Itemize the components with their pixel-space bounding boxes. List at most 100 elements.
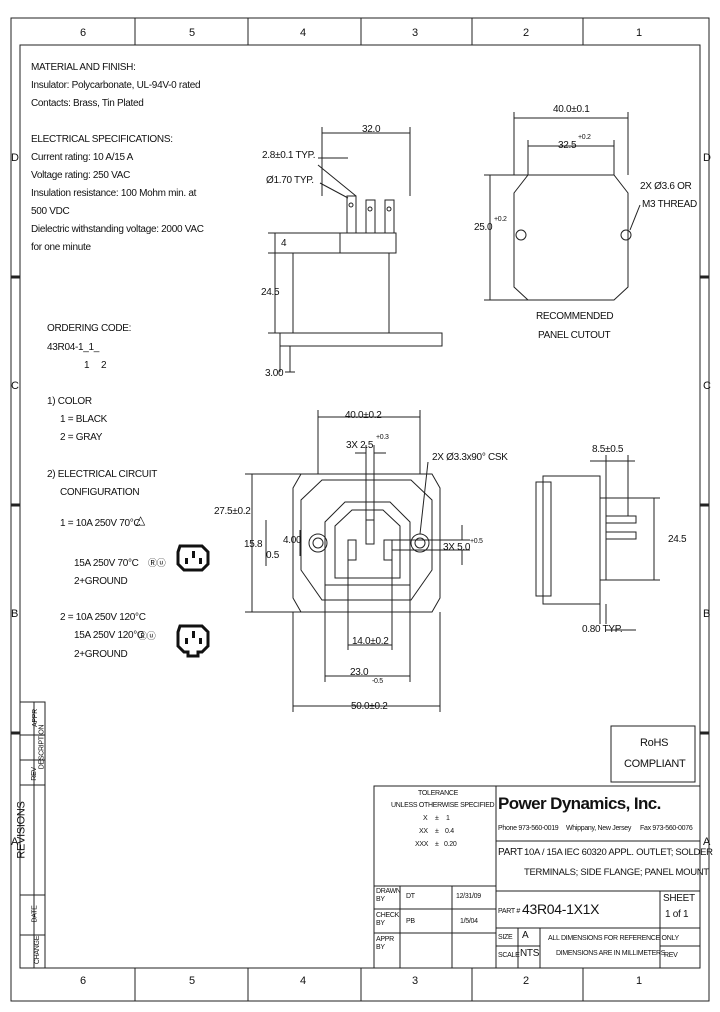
electrical-line: Voltage rating: 250 VAC <box>31 170 131 181</box>
ordering-pos-2: 2 <box>101 360 107 371</box>
circuit-option-1: 2+GROUND <box>74 576 128 587</box>
col-label-1-bottom: 1 <box>636 975 642 987</box>
col-label-6: 6 <box>80 27 86 39</box>
col-label-5: 5 <box>189 27 195 39</box>
dim-flange: 3.00 <box>265 368 284 379</box>
col-label-6-bottom: 6 <box>80 975 86 987</box>
electrical-line: Current rating: 10 A/15 A <box>31 152 134 163</box>
company-phone: Phone 973-560-0019 <box>498 825 559 832</box>
dim-side2-h: 24.5 <box>668 534 687 545</box>
dim-cutout-height: 25.0 <box>474 222 493 233</box>
cert-mark-icon: Ⓡⓤ <box>148 558 166 568</box>
drawn-date: 12/31/09 <box>456 893 481 900</box>
rev-label: REV <box>664 952 678 959</box>
row-label-a: A <box>11 836 19 848</box>
tolerance-sub: UNLESS OTHERWISE SPECIFIED <box>391 802 495 809</box>
warning-icon: △ <box>136 513 145 527</box>
sheet-value: 1 of 1 <box>665 909 689 920</box>
material-line: Insulator: Polycarbonate, UL-94V-0 rated <box>31 80 201 91</box>
dim-inner-2-tol: -0.5 <box>372 678 383 685</box>
dim-slot-width: 3X 2.5 <box>346 440 374 451</box>
revisions-block <box>19 701 46 969</box>
dim-cutout-height-tol: +0.2 <box>494 216 507 223</box>
col-label-4: 4 <box>300 27 306 39</box>
col-label-3: 3 <box>412 27 418 39</box>
part-desc-1: 10A / 15A IEC 60320 APPL. OUTLET; SOLDER <box>524 847 713 858</box>
note-reference: ALL DIMENSIONS FOR REFERENCE ONLY <box>548 935 679 942</box>
dim-csk: 2X Ø3.3x90° CSK <box>432 452 508 463</box>
electrical-title: ELECTRICAL SPECIFICATIONS: <box>31 134 173 145</box>
border-ticks <box>134 18 584 1001</box>
dim-side-width: 32.0 <box>362 124 381 135</box>
circuit-title: 2) ELECTRICAL CIRCUIT <box>47 469 158 480</box>
dim-cutout-inner-tol: +0.2 <box>578 134 591 141</box>
electrical-line: Dielectric withstanding voltage: 2000 VA… <box>31 224 204 235</box>
dim-left-1: 15.8 <box>244 539 263 550</box>
row-label-c: C <box>11 380 19 392</box>
dim-body-height: 24.5 <box>261 287 280 298</box>
electrical-line: for one minute <box>31 242 91 253</box>
row-label-d: D <box>11 152 19 164</box>
part-number: 43R04-1X1X <box>522 901 600 917</box>
dim-cutout-inner: 32.5 <box>558 140 577 151</box>
dim-pin-dia: Ø1.70 TYP. <box>266 175 314 186</box>
electrical-line: 500 VDC <box>31 206 70 217</box>
rev-col-change: CHANGE <box>34 935 42 965</box>
cutout-caption: RECOMMENDED <box>536 311 614 322</box>
rohs-compliant: COMPLIANT <box>624 758 686 770</box>
front-view <box>245 410 470 712</box>
dim-left-2: 4.00 <box>283 535 302 546</box>
dim-side2-top: 8.5±0.5 <box>592 444 624 455</box>
tol-xxx-val: 0.20 <box>444 841 457 848</box>
rohs-label: RoHS <box>640 737 669 749</box>
drawn-by: DT <box>406 893 415 900</box>
dim-holes: 2X Ø3.6 OR <box>640 181 692 192</box>
col-label-4-bottom: 4 <box>300 975 306 987</box>
material-line: Contacts: Brass, Tin Plated <box>31 98 144 109</box>
col-label-2-bottom: 2 <box>523 975 529 987</box>
side-view-2 <box>535 455 660 631</box>
row-label-b: B <box>11 608 19 620</box>
side-view <box>268 127 443 373</box>
row-label-a-right: A <box>703 836 711 848</box>
circuit-option-1: 15A 250V 70°C <box>74 558 139 569</box>
circuit-option-2: 2 = 10A 250V 120°C <box>60 612 146 623</box>
appr-label: APPR BY <box>376 936 394 951</box>
panel-cutout <box>484 112 641 301</box>
company-city: Whippany, New Jersey <box>566 825 632 832</box>
dim-inner-1: 14.0±0.2 <box>352 636 389 647</box>
ordering-title: ORDERING CODE: <box>47 323 132 334</box>
rohs-box <box>610 725 696 783</box>
tol-x-val: 1 <box>446 815 450 822</box>
tol-xx: XX <box>419 828 428 835</box>
tolerance-title: TOLERANCE <box>418 790 458 797</box>
row-label-c-right: C <box>703 380 711 392</box>
c15-socket-icon <box>176 544 210 572</box>
dim-front-height: 27.5±0.2 <box>214 506 251 517</box>
part-desc-2: TERMINALS; SIDE FLANGE; PANEL MOUNT <box>524 867 709 878</box>
circuit-option-2: 15A 250V 120°C <box>74 630 144 641</box>
dim-holes-2: M3 THREAD <box>642 199 697 210</box>
col-label-2: 2 <box>523 27 529 39</box>
dim-inner-2: 23.0 <box>350 667 369 678</box>
circuit-title-2: CONFIGURATION <box>60 487 140 498</box>
tol-pm: ± <box>435 841 439 848</box>
cutout-caption-2: PANEL CUTOUT <box>538 330 611 341</box>
color-title: 1) COLOR <box>47 396 92 407</box>
sheet-label: SHEET <box>663 893 695 904</box>
title-block <box>373 785 701 969</box>
outer-border <box>10 17 710 1002</box>
part-no-label: PART # <box>498 908 520 915</box>
dim-left-3: 0.5 <box>266 550 280 561</box>
circuit-option-1: 1 = 10A 250V 70°C <box>60 518 141 529</box>
check-date: 1/5/04 <box>460 918 478 925</box>
color-option: 2 = GRAY <box>60 432 103 443</box>
dim-pin-len: 4 <box>281 238 287 249</box>
dim-pin-pitch: 2.8±0.1 TYP. <box>262 150 316 161</box>
ordering-code: 43R04-1_1_ <box>47 342 100 353</box>
rev-col-date: DATE <box>31 905 39 923</box>
rev-col-desc: DESCRIPTION <box>38 724 46 770</box>
tol-xxx: XXX <box>415 841 429 848</box>
company-name: Power Dynamics, Inc. <box>498 794 661 813</box>
